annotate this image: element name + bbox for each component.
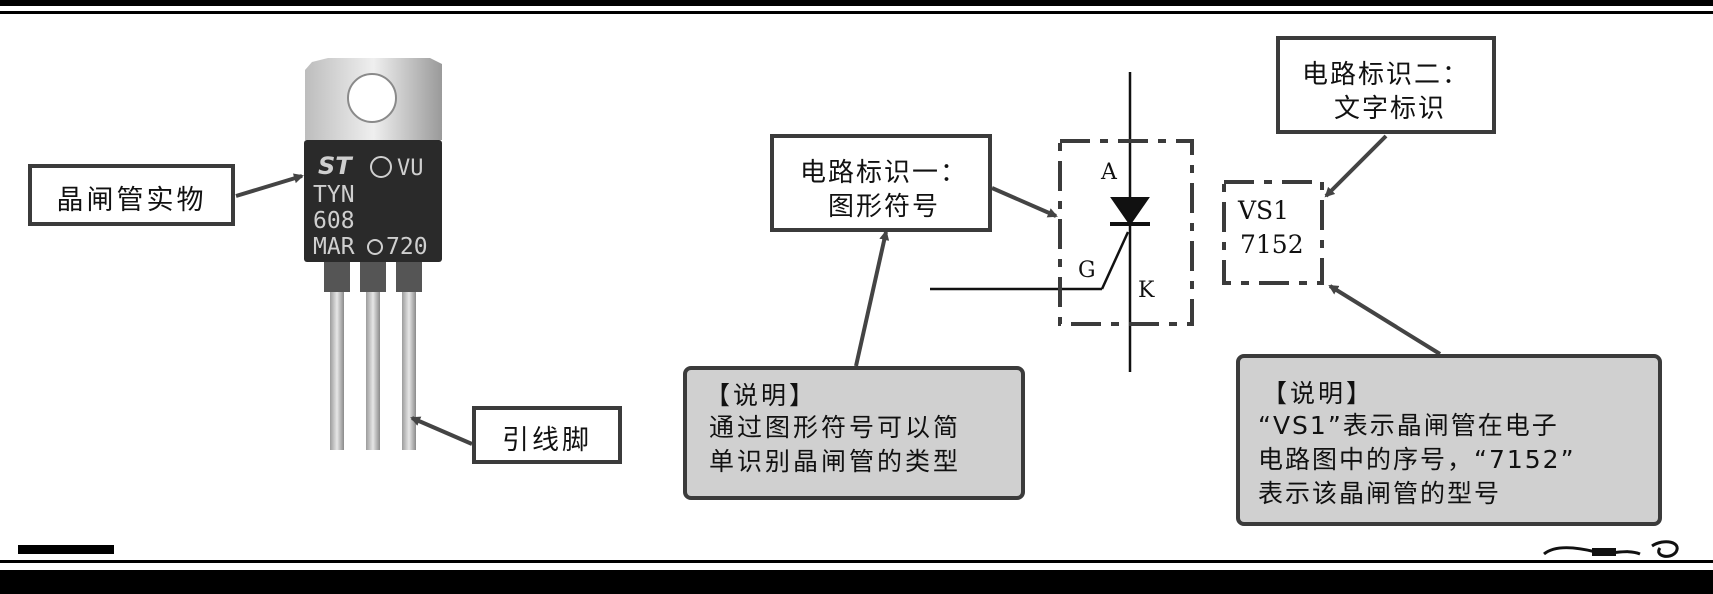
note2-line2: 电路图中的序号，“7152”: [1258, 445, 1576, 474]
note-text-designator: 【说明】 “VS1”表示晶闸管在电子 电路图中的序号，“7152” 表示该晶闸管…: [1236, 354, 1662, 526]
marking-logo: ST: [318, 152, 353, 180]
marking-code: 720: [386, 234, 428, 260]
callout-graphic-symbol: 电路标识一： 图形符号: [770, 134, 992, 232]
marking-line2: 608: [313, 208, 355, 234]
bottom-left-bar: [18, 545, 114, 554]
marking-line1: TYN: [313, 182, 355, 208]
arrow-note1: [854, 230, 890, 367]
note2-line1: “VS1”表示晶闸管在电子: [1258, 411, 1559, 440]
part-number-label: 7152: [1240, 230, 1304, 259]
note2-line3: 表示该晶闸管的型号: [1258, 479, 1502, 508]
top-rule-thick: [0, 0, 1713, 6]
arrow-callout2: [1324, 134, 1388, 198]
pins-label: 引线脚: [502, 425, 592, 456]
pins-label-box: 引线脚: [472, 406, 622, 464]
marking-suffix: VU: [397, 156, 424, 181]
arrow-pins-label: [410, 416, 473, 446]
pin-cathode-label: K: [1138, 278, 1155, 303]
bottom-rule-thin: [0, 560, 1713, 563]
callout-text-designator: 电路标识二： 文字标识: [1276, 36, 1496, 134]
designator-dashed-frame: [1222, 180, 1324, 285]
arrow-callout1: [991, 186, 1058, 218]
lead-left: [330, 262, 344, 450]
thyristor-photo: ST VU TYN 608 MAR 720: [304, 58, 442, 450]
bottom-rule-thick: [0, 570, 1713, 594]
note1-line1: 通过图形符号可以简: [709, 413, 962, 442]
thyristor-symbol: [930, 72, 1194, 372]
top-rule-thin: [0, 11, 1713, 14]
note1-line2: 单识别晶闸管的类型: [709, 447, 962, 476]
callout2-line1: 电路标识二：: [1302, 60, 1471, 90]
corner-decoration: [1543, 540, 1679, 558]
callout1-line2: 图形符号: [828, 192, 941, 222]
arrow-note2: [1328, 284, 1442, 356]
callout2-line2: 文字标识: [1334, 94, 1447, 124]
symbol-dashed-frame: [1058, 139, 1194, 326]
marking-line3: MAR: [313, 234, 355, 260]
package-body: [304, 140, 442, 262]
lead-right: [402, 262, 416, 450]
pin-gate-label: G: [1078, 258, 1096, 283]
arrow-photo-label: [235, 173, 304, 198]
lead-middle: [366, 262, 380, 450]
mounting-hole: [347, 73, 397, 123]
note-graphic-symbol: 【说明】 通过图形符号可以简 单识别晶闸管的类型: [683, 366, 1025, 500]
note1-title: 【说明】: [705, 381, 818, 410]
pin-anode-label: A: [1101, 160, 1117, 185]
callout1-line1: 电路标识一：: [800, 158, 969, 188]
photo-label: 晶闸管实物: [56, 185, 207, 216]
photo-label-box: 晶闸管实物: [28, 164, 235, 226]
note2-title: 【说明】: [1262, 379, 1375, 408]
designator-label: VS1: [1238, 196, 1290, 225]
